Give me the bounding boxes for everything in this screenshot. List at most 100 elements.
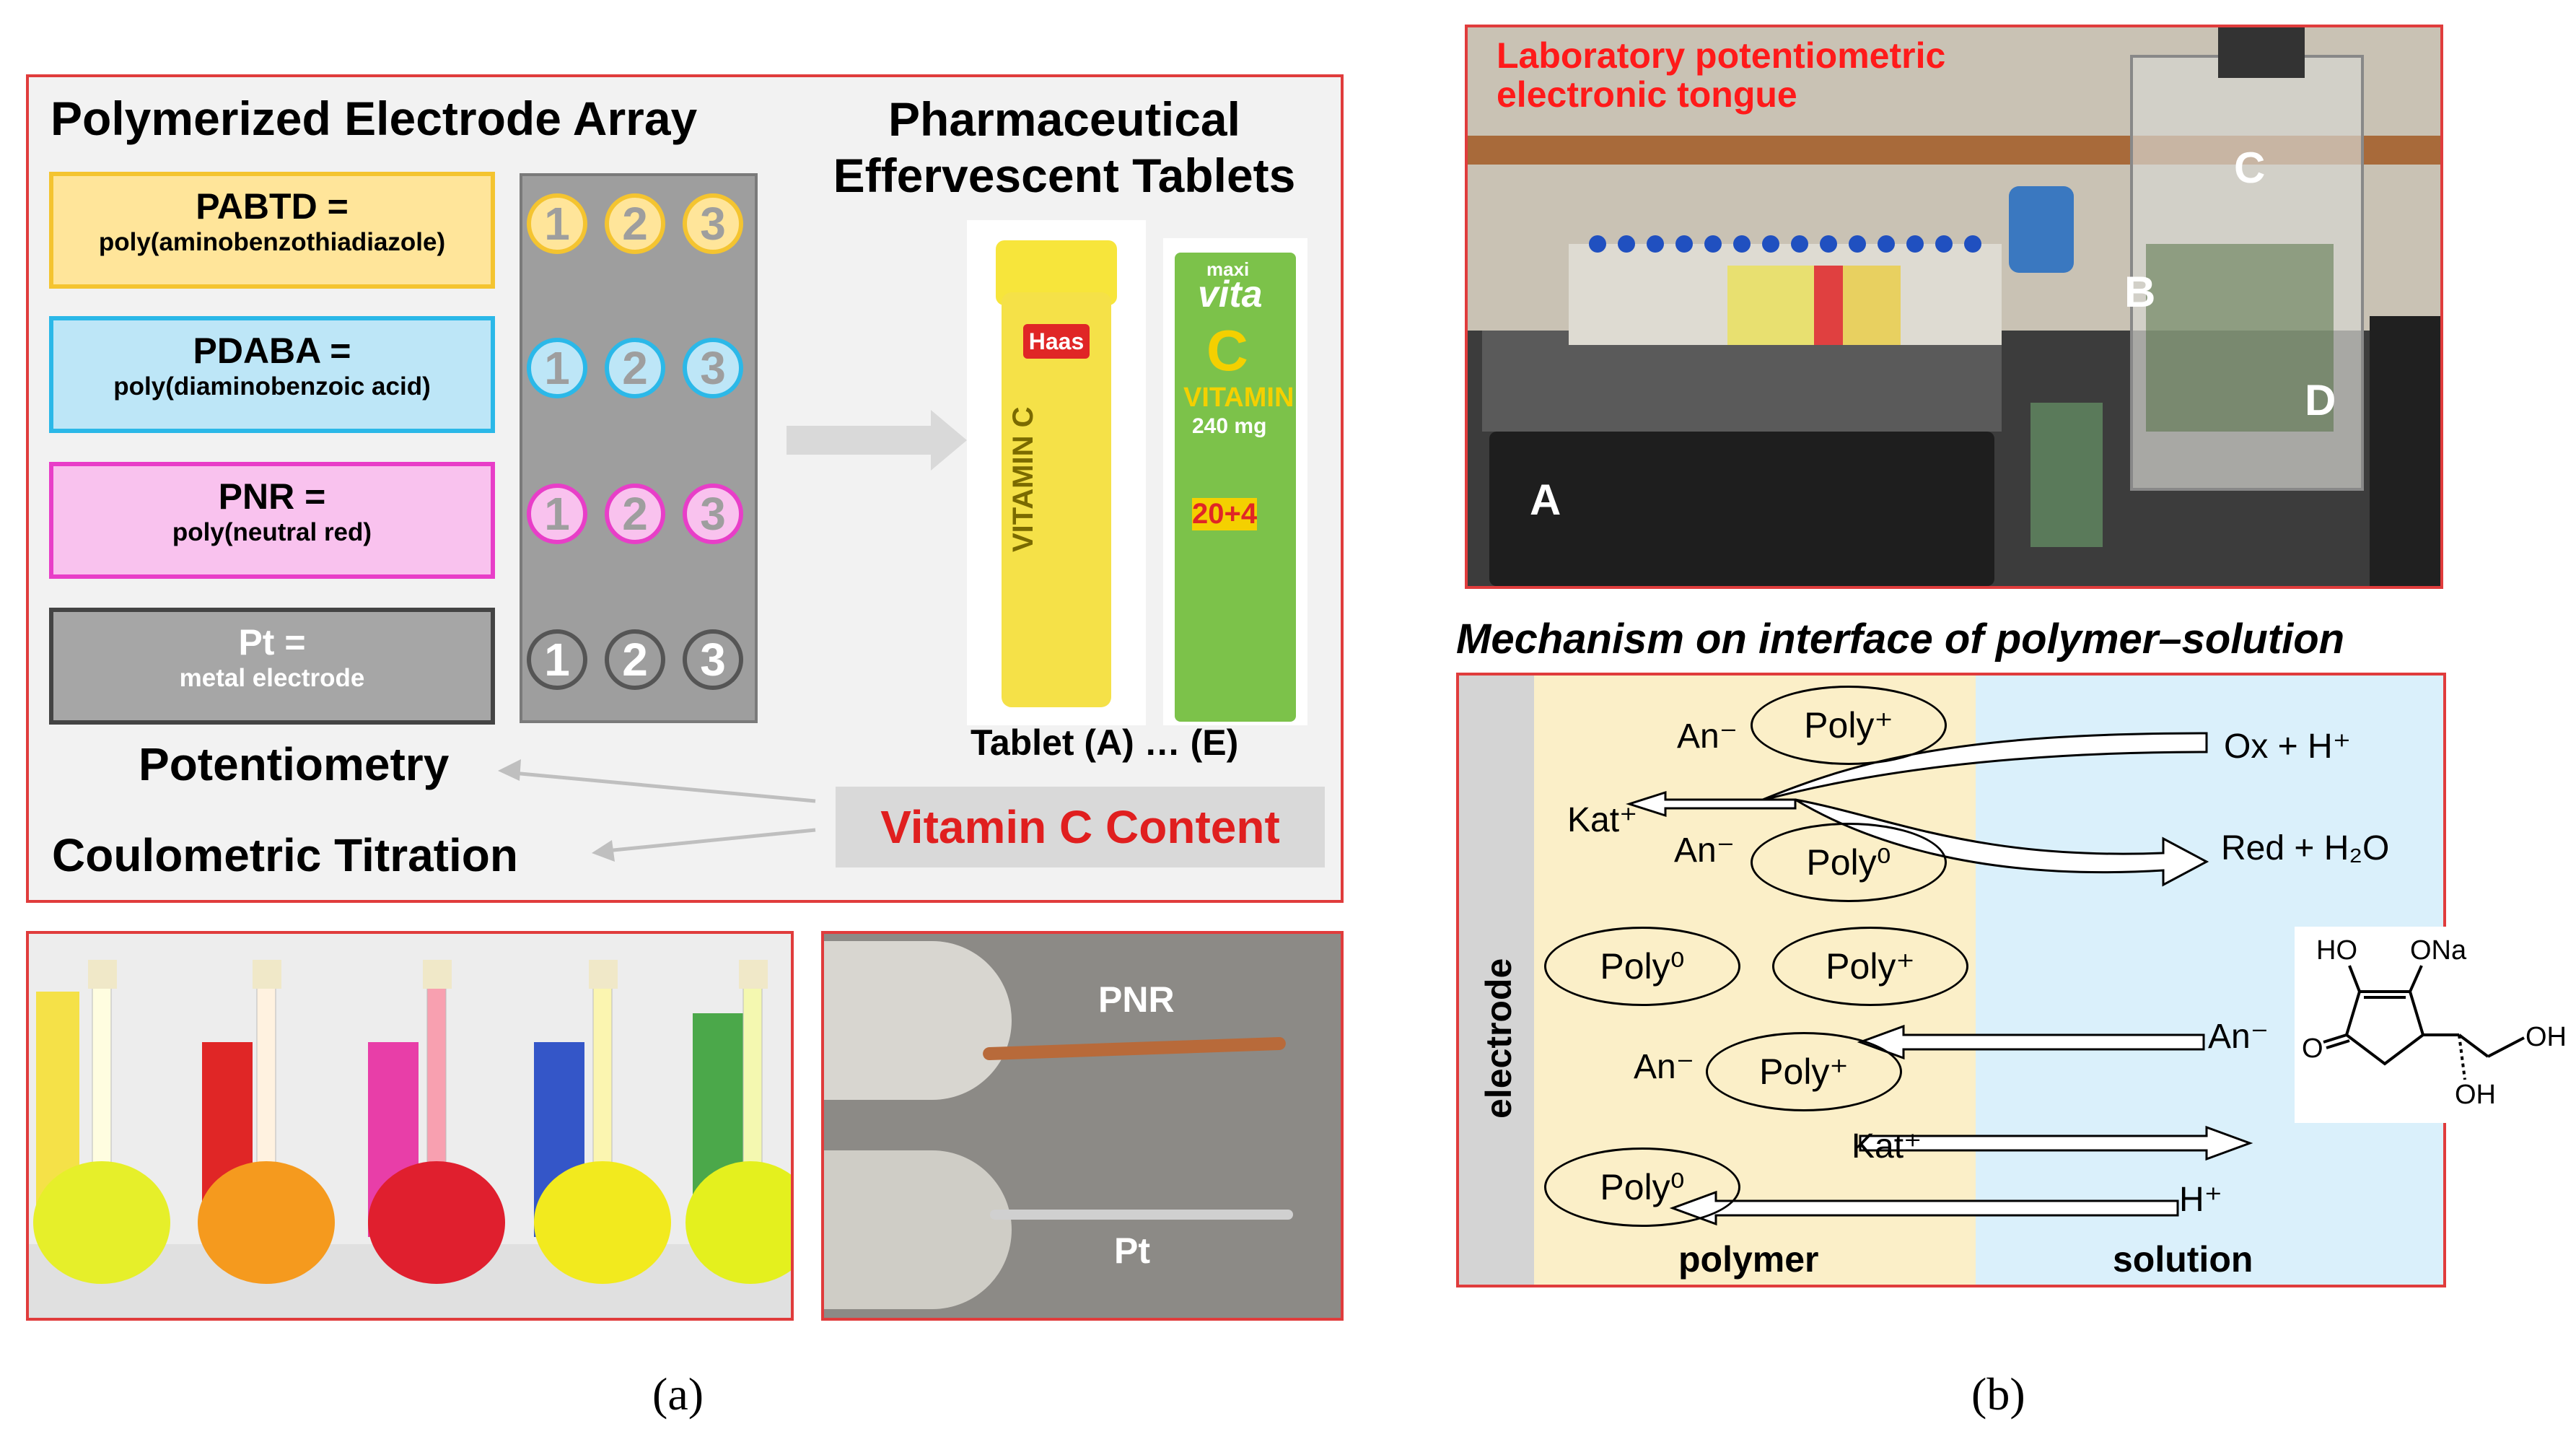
arrow-to-coulometric — [598, 828, 816, 854]
flask-3 — [368, 960, 505, 1284]
arrowhead — [592, 840, 615, 862]
poly-plus-label: Poly⁺ — [1804, 705, 1893, 746]
glass-tube-bottom — [824, 1150, 1012, 1309]
ox-label: Ox + H⁺ — [2224, 727, 2352, 766]
arrowhead — [498, 759, 521, 781]
flask-2 — [198, 960, 335, 1284]
pt-wire — [990, 1210, 1293, 1220]
tablets-title-line1: Pharmaceutical — [888, 92, 1240, 146]
small-arrow-left — [1626, 790, 1797, 818]
polymer-abbr: Pt = — [238, 622, 306, 663]
electrode-3: 3 — [683, 629, 743, 690]
polymer-abbr: PNR = — [218, 476, 326, 517]
poly-zero-ellipse: Poly⁰ — [1751, 823, 1947, 902]
arrow-to-potentiometry — [504, 770, 816, 803]
flasks-photo — [26, 931, 794, 1321]
electrode-2: 2 — [605, 629, 665, 690]
tablet-maxi-dose: 240 mg — [1192, 414, 1267, 438]
mol-ho-label: HO — [2316, 935, 2357, 966]
tablet-maxi-count: 20+4 — [1192, 498, 1258, 530]
solution-label: solution — [2113, 1239, 2253, 1280]
poly-plus-ellipse: Poly⁺ — [1751, 686, 1947, 765]
polymer-box-pabtd: PABTD = poly(aminobenzothiadiazole) — [49, 172, 495, 289]
polymer-label: polymer — [1678, 1239, 1819, 1280]
mol-oh-label: OH — [2455, 1080, 2496, 1110]
an-minus-label: An⁻ — [2208, 1018, 2269, 1056]
panel-a-arrows — [498, 410, 967, 862]
mechanism-title: Mechanism on interface of polymer–soluti… — [1456, 616, 2345, 663]
red-label: Red + H₂O — [2221, 829, 2390, 867]
tablet-maxi-vita-image: maxi vita C VITAMIN 240 mg 20+4 — [1163, 238, 1307, 725]
tablet-label: Tablet (A) … (E) — [971, 722, 1239, 763]
pnr-wire-label: PNR — [1098, 979, 1175, 1020]
label-c: C — [2234, 144, 2266, 192]
caption-b: (b) — [1971, 1368, 2025, 1420]
array-title: Polymerized Electrode Array — [51, 92, 698, 145]
tablet-haas-image: Haas VITAMIN C — [967, 220, 1146, 725]
poly-plus-label: Poly⁺ — [1826, 946, 1915, 987]
tablet-haas-brand: Haas — [1023, 324, 1090, 359]
electrode-photo: PNR Pt — [821, 931, 1344, 1321]
tablet-maxi-brand: vita — [1198, 274, 1263, 315]
h-plus-label: H⁺ — [2179, 1181, 2222, 1219]
electrode-3: 3 — [683, 484, 743, 544]
poly-plus-ellipse: Poly⁺ — [1706, 1032, 1902, 1111]
electrode-2: 2 — [605, 484, 665, 544]
poly-zero-label: Poly⁰ — [1806, 842, 1891, 883]
label-d: D — [2305, 376, 2336, 424]
kat-plus-label: Kat⁺ — [1852, 1127, 1922, 1166]
vial-rack — [1569, 244, 2002, 345]
electronic-tongue-photo: Laboratory potentiometric electronic ton… — [1465, 25, 2443, 589]
electrode-3: 3 — [683, 193, 743, 254]
polymer-abbr: PDABA = — [193, 331, 351, 371]
flow-arrow — [787, 410, 967, 471]
polymer-box-pnr: PNR = poly(neutral red) — [49, 462, 495, 579]
tablet-haas-text: VITAMIN C — [1007, 406, 1039, 552]
glass-tube-top — [824, 941, 1012, 1100]
polymer-full: poly(diaminobenzoic acid) — [113, 372, 431, 401]
polymer-box-pt: Pt = metal electrode — [49, 608, 495, 725]
flasks-illustration — [29, 960, 791, 1318]
label-a: A — [1530, 476, 1561, 524]
flask-1 — [33, 960, 170, 1284]
an-arrow-left — [1857, 1024, 2205, 1060]
kat-arrow-right — [1859, 1125, 2253, 1161]
label-b: B — [2124, 268, 2156, 316]
mol-o-label: O — [2302, 1033, 2323, 1064]
poly-plus-label: Poly⁺ — [1759, 1052, 1849, 1092]
electrode-strip — [1459, 676, 1534, 1285]
mol-oh-label: OH — [2525, 1022, 2567, 1052]
lab-setup-illustration — [1468, 27, 2440, 586]
redox-curve-arrow — [1758, 732, 2208, 803]
mol-ona-label: ONa — [2410, 935, 2467, 966]
polymer-box-pdaba: PDABA = poly(diaminobenzoic acid) — [49, 316, 495, 433]
flask-4 — [534, 960, 671, 1284]
tablet-maxi-text: VITAMIN — [1183, 382, 1294, 413]
an-minus-label: An⁻ — [1634, 1048, 1695, 1086]
tablet-maxi-c: C — [1206, 318, 1248, 382]
pt-wire-label: Pt — [1114, 1230, 1150, 1271]
poly-plus-ellipse: Poly⁺ — [1772, 927, 1968, 1006]
poly-zero-label: Poly⁰ — [1600, 1167, 1685, 1207]
potentiometry-label: Potentiometry — [139, 738, 450, 790]
polymer-full: poly(aminobenzothiadiazole) — [98, 228, 446, 256]
vial-caps — [1589, 235, 1981, 253]
vitamin-c-content-label: Vitamin C Content — [836, 787, 1325, 867]
electrode-1: 1 — [527, 629, 587, 690]
electrode-1: 1 — [527, 484, 587, 544]
tablets-title-line2: Effervescent Tablets — [833, 149, 1296, 202]
molecule-drawing — [2323, 965, 2525, 1080]
poly-zero-ellipse: Poly⁰ — [1544, 1147, 1740, 1227]
poly-zero-ellipse: Poly⁰ — [1544, 927, 1740, 1006]
coulometric-label: Coulometric Titration — [52, 829, 518, 881]
polymer-full: metal electrode — [179, 664, 365, 692]
electrode-1: 1 — [527, 193, 587, 254]
flask-5 — [685, 960, 791, 1284]
electrode-2: 2 — [605, 338, 665, 398]
electrode-2: 2 — [605, 193, 665, 254]
polymer-abbr: PABTD = — [196, 186, 349, 227]
kat-plus-label: Kat⁺ — [1567, 801, 1638, 839]
photo-title-line1: Laboratory potentiometric — [1497, 35, 1946, 76]
pnr-wire — [982, 1036, 1287, 1061]
h-arrow-left — [1669, 1190, 2179, 1226]
